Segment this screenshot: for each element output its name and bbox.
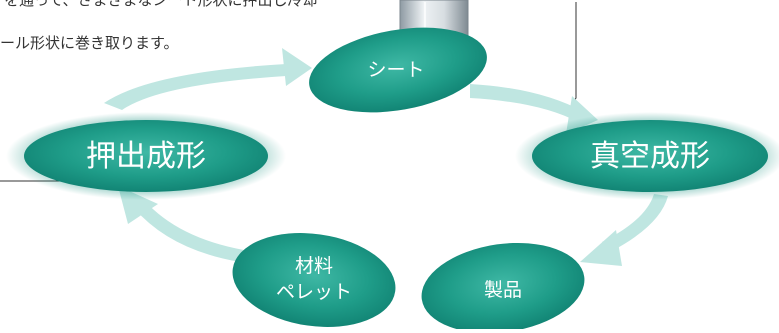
node-vacuum-forming: 真空成形 [515,112,779,200]
node-material-pellet-line1: 材料 [295,255,333,277]
caption-line-1: を通って、さまざまなシート形状に押出し冷却 [4,0,318,9]
node-extrusion-molding: 押出成形 [6,112,286,200]
node-material-pellet: 材料 ペレット [232,233,396,327]
node-extrusion-molding-label: 押出成形 [86,139,206,174]
node-vacuum-forming-label: 真空成形 [590,139,710,174]
node-material-pellet-line2: ペレット [276,281,352,303]
node-sheet-label: シート [367,59,424,81]
caption-line-2: ール形状に巻き取ります。 [0,34,179,52]
arrow-vacuum-to-product [580,194,668,266]
node-sheet: シート [309,27,487,113]
leader-line-vacuum [570,2,577,107]
node-product-label: 製品 [484,279,522,301]
node-product: 製品 [421,242,585,333]
arrow-extrusion-to-sheet [104,48,312,110]
